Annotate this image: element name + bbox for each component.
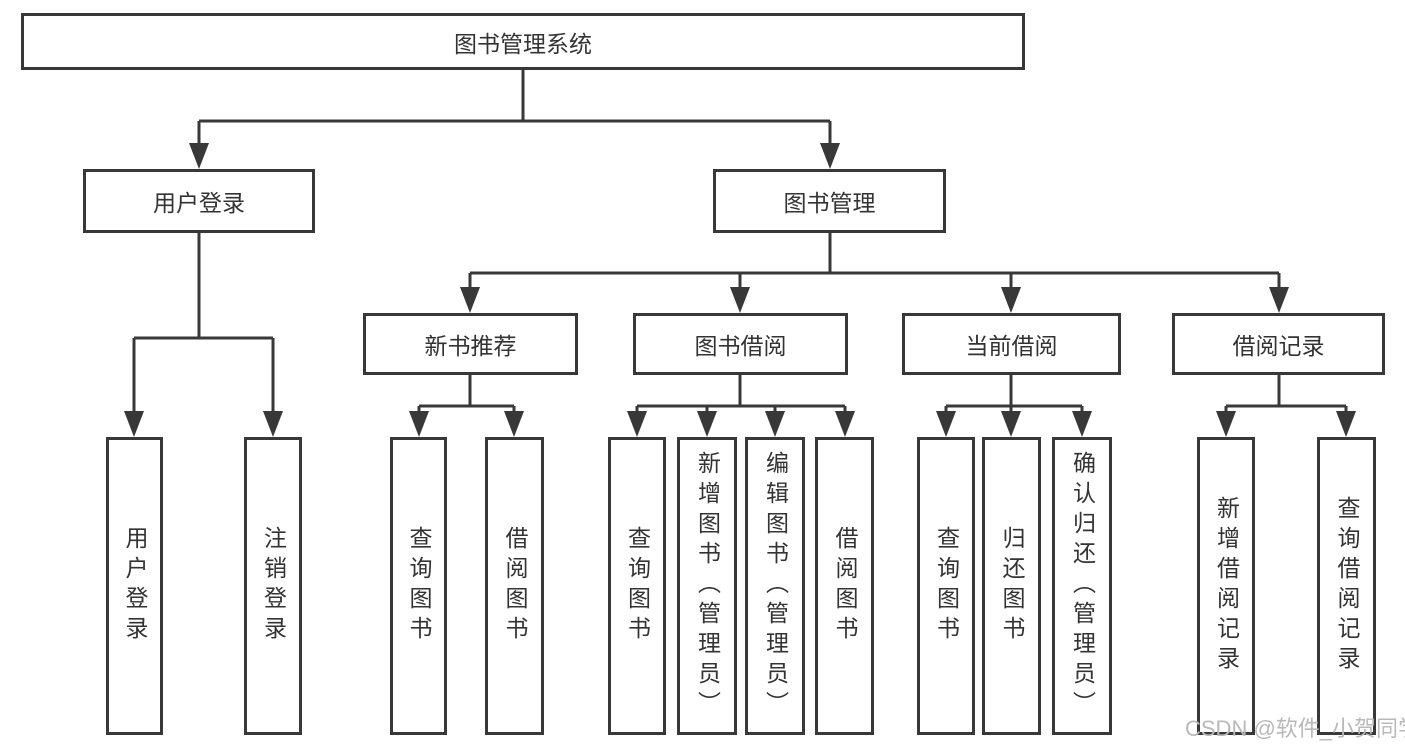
leaf-borrow-query-books: 查询图书 bbox=[608, 437, 666, 735]
connector-book-borrow-branch bbox=[635, 375, 847, 414]
node-root-library-system: 图书管理系统 bbox=[21, 13, 1025, 70]
leaf-newrec-borrow-books: 借阅图书 bbox=[485, 437, 544, 735]
node-borrow-records: 借阅记录 bbox=[1172, 313, 1385, 375]
leaf-user-login: 用户登录 bbox=[106, 437, 163, 735]
node-label: 借阅图书 bbox=[502, 526, 528, 646]
leaf-current-confirm-return-admin: 确认归还（管理员） bbox=[1052, 437, 1112, 735]
node-label: 用户登录 bbox=[153, 190, 245, 216]
node-book-management: 图书管理 bbox=[713, 169, 946, 233]
arrowhead-icon bbox=[504, 411, 524, 437]
arrowhead-icon bbox=[1336, 411, 1356, 437]
arrowhead-icon bbox=[835, 411, 855, 437]
arrowhead-icon bbox=[409, 411, 429, 437]
leaf-current-query-books: 查询图书 bbox=[917, 437, 975, 735]
arrowhead-icon bbox=[765, 411, 785, 437]
node-label: 归还图书 bbox=[999, 526, 1025, 646]
arrowhead-icon bbox=[820, 143, 840, 169]
node-new-book-recommend: 新书推荐 bbox=[363, 313, 578, 375]
leaf-logout: 注销登录 bbox=[244, 437, 302, 735]
arrowhead-icon bbox=[697, 411, 717, 437]
node-label: 查询图书 bbox=[406, 526, 432, 646]
connector-book-management-branch bbox=[468, 233, 1281, 291]
arrowhead-icon bbox=[1269, 287, 1289, 313]
leaf-borrow-add-books-admin: 新增图书（管理员） bbox=[677, 437, 737, 735]
connector-borrow-records-branch bbox=[1224, 375, 1348, 414]
node-label: 图书管理 bbox=[783, 190, 876, 216]
node-label: 当前借阅 bbox=[965, 333, 1058, 359]
node-label: 查询图书 bbox=[624, 526, 651, 646]
node-label: 查询借阅记录 bbox=[1334, 496, 1360, 676]
node-label: 用户登录 bbox=[122, 526, 148, 646]
arrowhead-icon bbox=[730, 287, 750, 313]
node-label: 确认归还（管理员） bbox=[1069, 451, 1096, 721]
leaf-records-query-record: 查询借阅记录 bbox=[1317, 437, 1376, 735]
node-label: 新书推荐 bbox=[424, 333, 517, 359]
node-label: 新增借阅记录 bbox=[1213, 496, 1240, 676]
leaf-borrow-edit-books-admin: 编辑图书（管理员） bbox=[745, 437, 805, 735]
node-label: 编辑图书（管理员） bbox=[762, 451, 789, 721]
node-label: 图书借阅 bbox=[694, 333, 787, 359]
arrowhead-icon bbox=[189, 143, 209, 169]
node-label: 查询图书 bbox=[933, 526, 960, 646]
node-label: 图书管理系统 bbox=[454, 30, 592, 57]
node-label: 新增图书（管理员） bbox=[694, 451, 721, 721]
arrowhead-icon bbox=[263, 411, 283, 437]
node-label: 借阅图书 bbox=[832, 526, 858, 646]
arrowhead-icon bbox=[627, 411, 647, 437]
connector-current-borrow-branch bbox=[944, 375, 1084, 414]
node-label: 注销登录 bbox=[260, 526, 287, 646]
connector-new-book-branch bbox=[417, 375, 516, 414]
node-book-borrow: 图书借阅 bbox=[633, 313, 848, 375]
leaf-newrec-query-books: 查询图书 bbox=[390, 437, 447, 735]
arrowhead-icon bbox=[1072, 411, 1092, 437]
arrowhead-icon bbox=[1001, 411, 1021, 437]
leaf-records-add-record: 新增借阅记录 bbox=[1197, 437, 1255, 735]
arrowhead-icon bbox=[936, 411, 956, 437]
node-label: 借阅记录 bbox=[1232, 333, 1325, 359]
node-user-login: 用户登录 bbox=[83, 169, 315, 233]
arrowhead-icon bbox=[124, 411, 144, 437]
connector-root-branch bbox=[197, 70, 832, 147]
arrowhead-icon bbox=[1216, 411, 1236, 437]
arrowhead-icon bbox=[1001, 287, 1021, 313]
csdn-watermark: CSDN @软件_小贺同学 bbox=[1185, 716, 1405, 741]
leaf-borrow-borrow-books: 借阅图书 bbox=[815, 437, 874, 735]
connector-user-login-branch bbox=[132, 233, 275, 414]
arrowhead-icon bbox=[460, 287, 480, 313]
node-current-borrow: 当前借阅 bbox=[902, 313, 1121, 375]
leaf-current-return-books: 归还图书 bbox=[982, 437, 1041, 735]
